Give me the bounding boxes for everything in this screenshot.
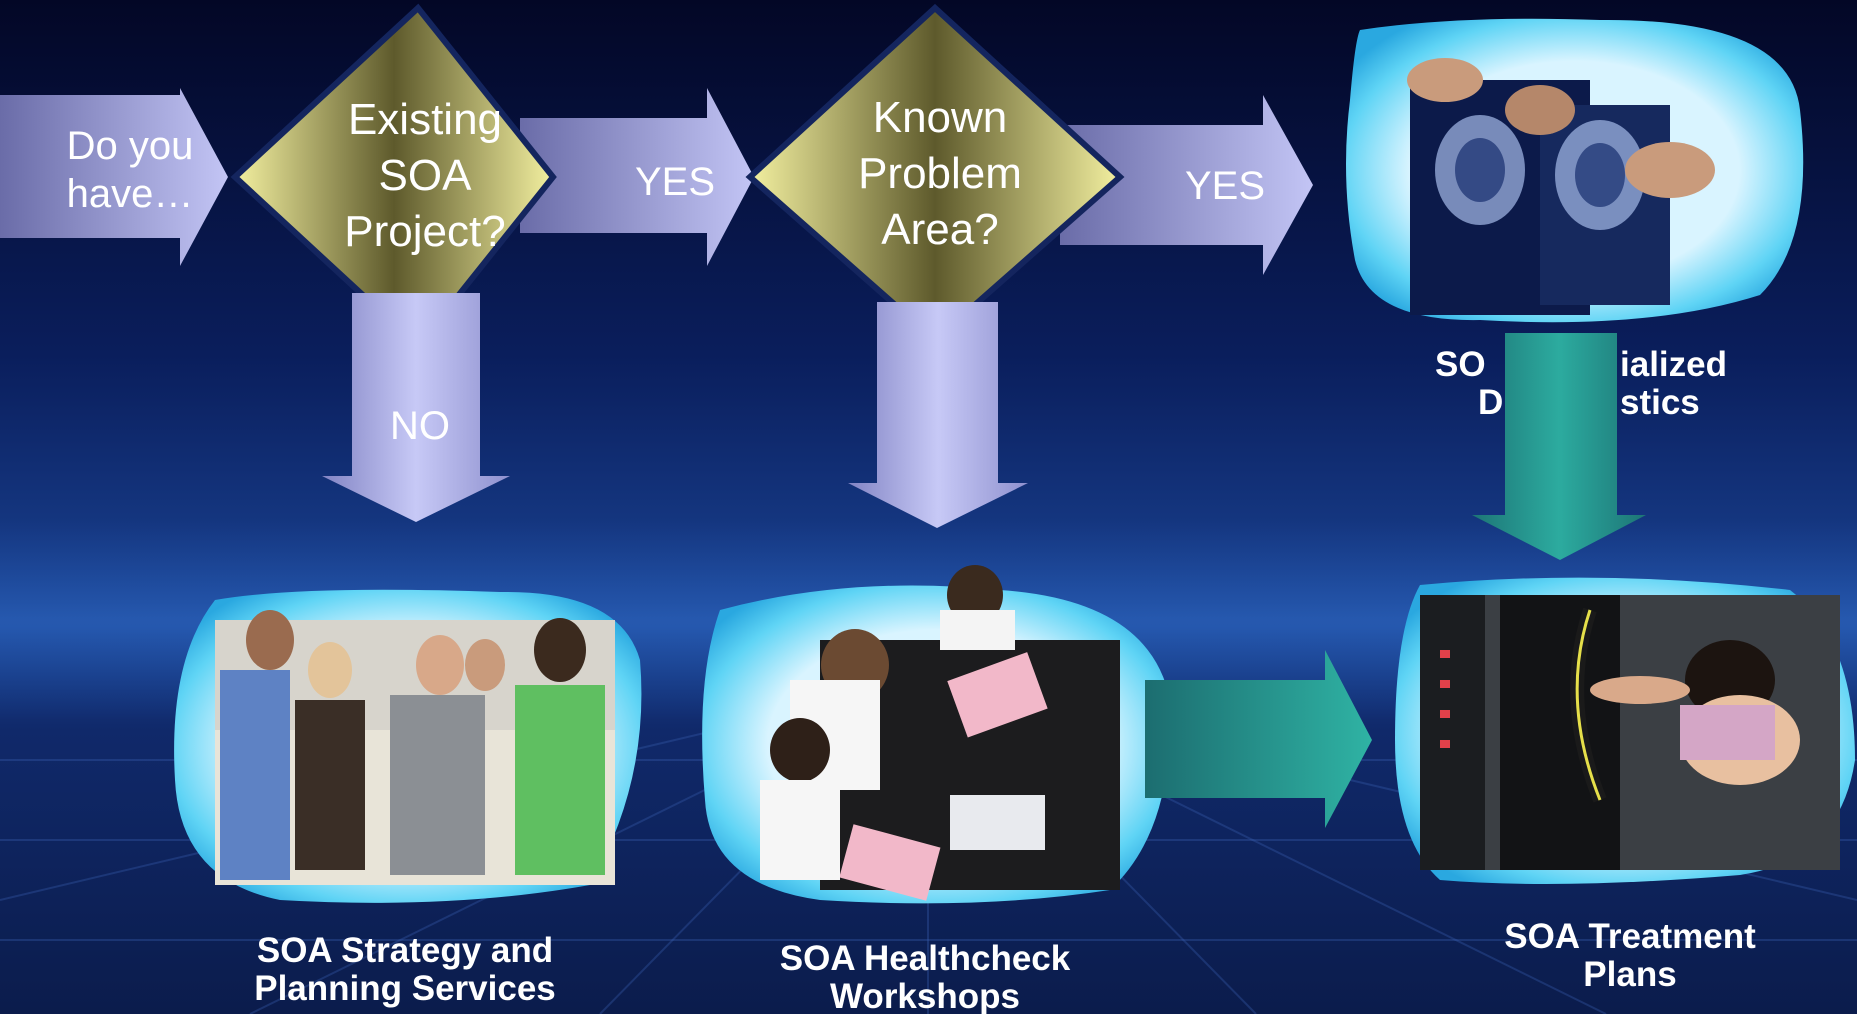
problem-area-down-arrow (848, 302, 1028, 528)
yes-arrow-1 (520, 88, 754, 266)
specialized-caption-fragment-2: ialized (1620, 345, 1727, 384)
decision-2-label: Known Problem Area? (858, 93, 1022, 254)
start-label: Do you have… (66, 124, 194, 216)
teal-arrow-down-to-treatment (1472, 333, 1646, 560)
treatment-caption: SOA Treatment Plans (1504, 917, 1756, 994)
no-arrow (322, 293, 510, 522)
photo-treatment-plans (1395, 577, 1855, 884)
specialized-caption-fragment-4: stics (1620, 383, 1700, 422)
start-arrow (0, 88, 228, 266)
no-label: NO (390, 404, 450, 448)
yes-label-1: YES (634, 160, 716, 204)
strategy-caption: SOA Strategy and Planning Services (254, 931, 556, 1008)
specialized-caption-fragment-1: SO (1435, 345, 1486, 384)
decision-1-label: Existing SOA Project? (344, 95, 506, 256)
photo-strategy-planning (174, 589, 642, 903)
yes-label-2: YES (1184, 164, 1266, 208)
photo-healthcheck-workshops (702, 565, 1171, 904)
healthcheck-caption: SOA Healthcheck Workshops (779, 939, 1071, 1016)
photo-specialized-diagnostics (1346, 18, 1804, 323)
yes-arrow-2 (1060, 95, 1313, 275)
specialized-caption-fragment-3: D (1478, 383, 1504, 422)
teal-arrow-to-treatment (1145, 650, 1372, 828)
